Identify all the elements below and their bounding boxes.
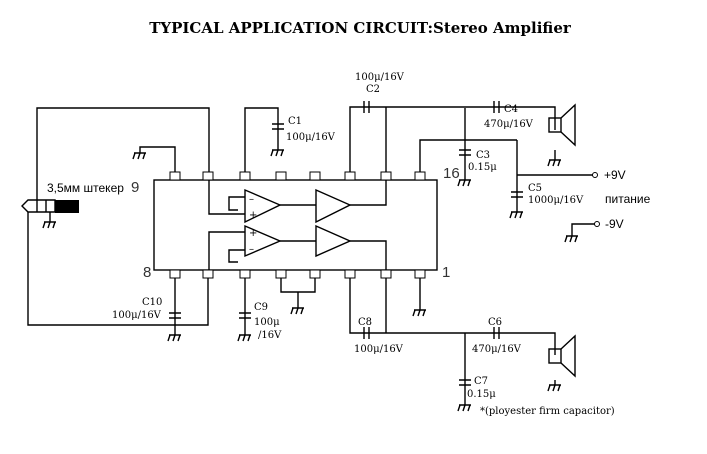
c9-value: 100μ (254, 317, 280, 328)
c2-name: C2 (366, 84, 380, 95)
jack-label: 3,5мм штекер (47, 181, 124, 195)
c9-value-voltage: /16V (258, 330, 282, 341)
amplifier-triangles: – + + – (208, 180, 387, 270)
c3-name: C3 (476, 150, 490, 161)
minus-9v-terminal (594, 221, 600, 227)
c7-value: 0.15μ (467, 389, 496, 400)
c10-name: C10 (142, 297, 162, 308)
c1-name: C1 (288, 116, 302, 127)
ic-pins (169, 171, 426, 279)
c1-value: 100μ/16V (286, 132, 336, 143)
c5-value: 1000μ/16V (528, 195, 584, 206)
c2-value: 100μ/16V (355, 72, 405, 83)
svg-text:–: – (249, 244, 254, 255)
c6-value: 470μ/16V (472, 344, 522, 355)
c4-value: 470μ/16V (484, 119, 534, 130)
minus-9v-label: -9V (605, 217, 624, 231)
capacitor-symbols (169, 101, 523, 386)
svg-text:+: + (249, 210, 257, 221)
c4-name: C4 (504, 104, 518, 115)
svg-text:–: – (249, 194, 254, 205)
pin-16-label: 16 (443, 165, 460, 182)
c5-name: C5 (528, 183, 542, 194)
audio-jack-icon (21, 107, 210, 326)
wires (349, 106, 593, 355)
c8-name: C8 (358, 317, 372, 328)
polyester-note: *(ployester firm capacitor) (480, 406, 615, 417)
plus-9v-label: +9V (604, 168, 626, 182)
c8-value: 100μ/16V (354, 344, 404, 355)
diagram-title: TYPICAL APPLICATION CIRCUIT:Stereo Ampli… (149, 19, 572, 37)
c9-name: C9 (254, 302, 268, 313)
pin-1-label: 1 (442, 264, 450, 281)
svg-text:+: + (249, 228, 257, 239)
power-label: питание (605, 192, 651, 206)
c7-name: C7 (474, 376, 488, 387)
pin-9-label: 9 (131, 179, 139, 196)
c6-name: C6 (488, 317, 502, 328)
speaker-icon (548, 334, 576, 378)
c3-value: 0.15μ (468, 162, 497, 173)
plus-9v-terminal (592, 172, 598, 178)
c10-value: 100μ/16V (112, 310, 162, 321)
pin-8-label: 8 (143, 264, 151, 281)
ic-chip (153, 179, 438, 271)
speaker-icon (548, 103, 576, 147)
ground-symbols (132, 107, 595, 412)
